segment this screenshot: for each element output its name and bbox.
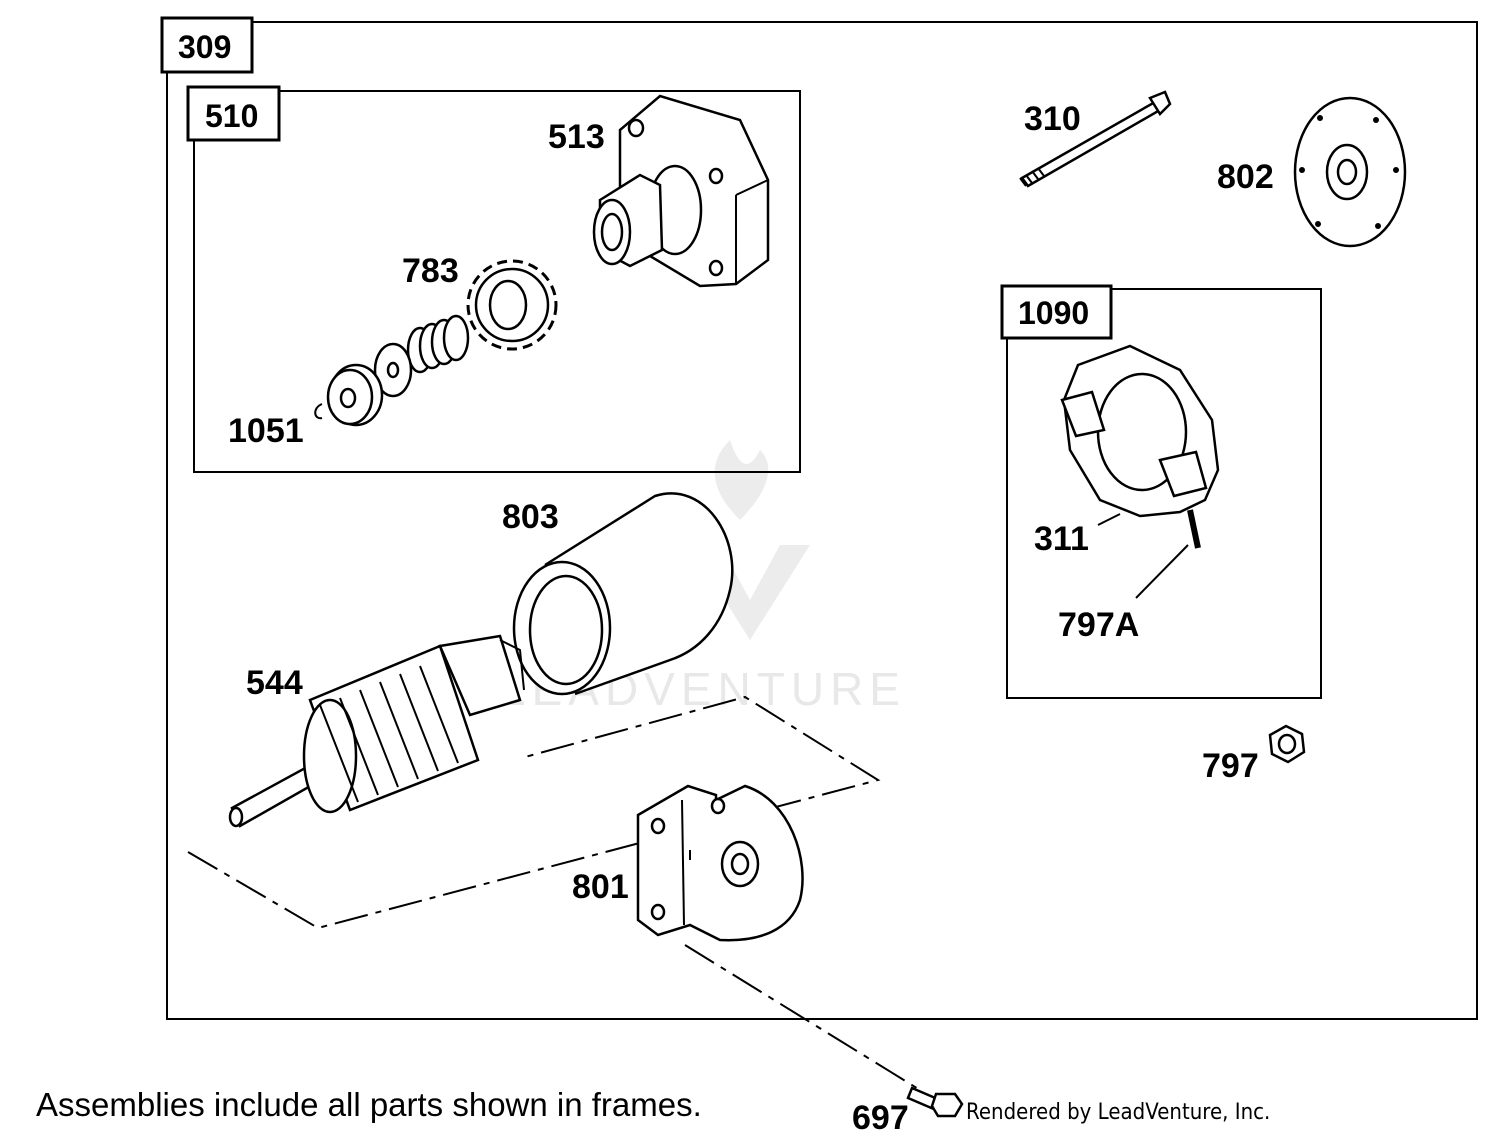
frame-label-309: 309 bbox=[178, 29, 231, 65]
screw-icon bbox=[906, 1086, 964, 1118]
part-label-310: 310 bbox=[1024, 100, 1081, 138]
washer-icon bbox=[373, 342, 413, 398]
spring-icon bbox=[406, 314, 470, 374]
part-label-311: 311 bbox=[1034, 520, 1089, 558]
leader-311 bbox=[1097, 513, 1121, 526]
frame-label-1090: 1090 bbox=[1018, 295, 1089, 331]
part-label-544: 544 bbox=[246, 664, 303, 702]
armature-icon bbox=[228, 634, 525, 828]
part-label-803: 803 bbox=[502, 498, 559, 536]
part-label-797A: 797A bbox=[1058, 606, 1139, 644]
pinion-gear-icon bbox=[466, 259, 558, 351]
brush-holder-icon bbox=[1060, 344, 1220, 549]
frame-1090 bbox=[1006, 288, 1322, 699]
frame-tag-1090 bbox=[1000, 284, 1113, 340]
render-credit: Rendered by LeadVenture, Inc. bbox=[966, 1100, 1271, 1125]
part-label-802: 802 bbox=[1217, 158, 1274, 196]
nut-icon bbox=[1268, 724, 1306, 764]
field-frame-icon bbox=[512, 492, 734, 696]
assembly-line-screw bbox=[684, 944, 921, 1091]
leader-797A bbox=[1135, 544, 1189, 599]
frame-tag-309 bbox=[160, 16, 254, 74]
frame-510 bbox=[193, 90, 801, 473]
frame-309 bbox=[166, 21, 1478, 1020]
part-label-513: 513 bbox=[548, 118, 605, 156]
assembly-line-armature bbox=[187, 695, 881, 930]
retainer-icon bbox=[314, 363, 384, 427]
part-label-1051: 1051 bbox=[228, 412, 304, 450]
frame-label-510: 510 bbox=[205, 98, 258, 134]
part-label-797: 797 bbox=[1202, 747, 1259, 785]
thru-bolt-icon bbox=[1019, 90, 1172, 188]
drive-housing-icon bbox=[592, 94, 770, 288]
part-label-801: 801 bbox=[572, 868, 629, 906]
bracket-icon bbox=[636, 784, 804, 942]
part-label-697: 697 bbox=[852, 1099, 909, 1137]
part-label-783: 783 bbox=[402, 252, 459, 290]
end-cap-icon bbox=[1293, 96, 1407, 248]
assembly-note: Assemblies include all parts shown in fr… bbox=[36, 1086, 702, 1123]
frame-tag-510 bbox=[186, 85, 281, 142]
